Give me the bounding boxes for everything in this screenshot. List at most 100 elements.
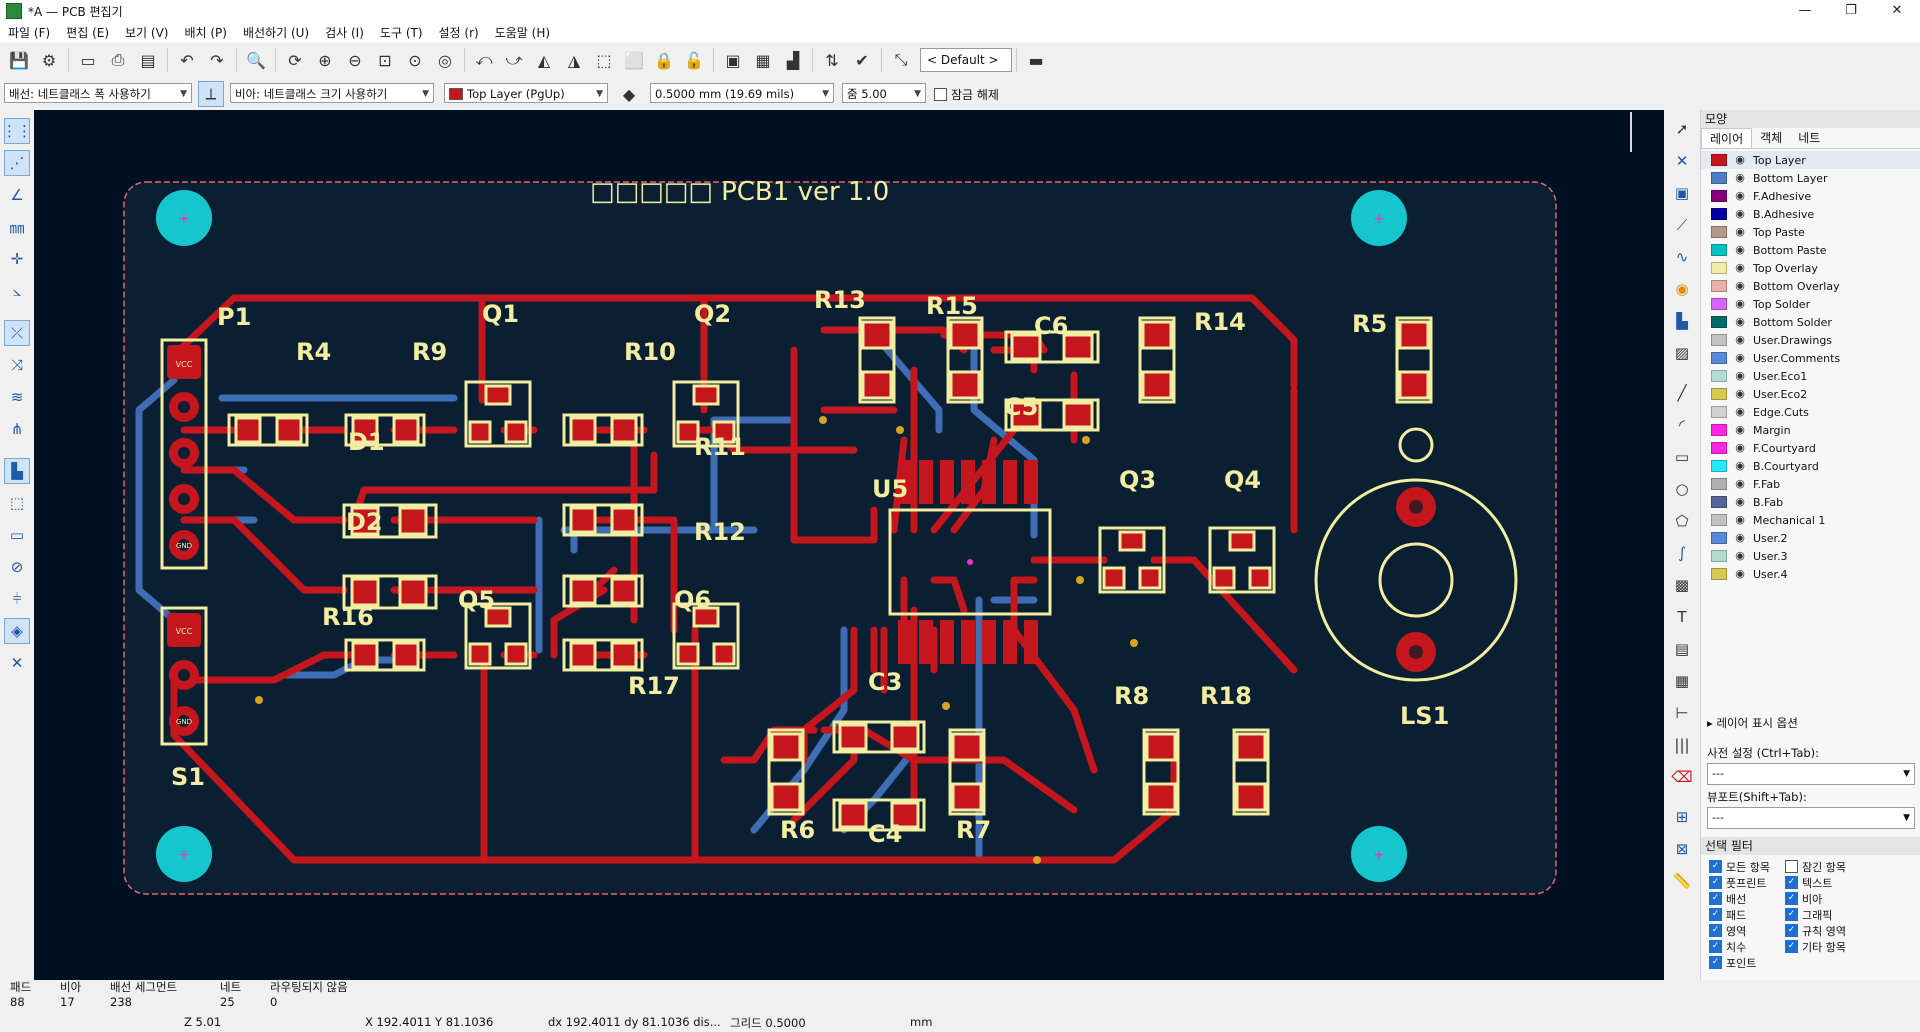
eye-icon[interactable]: ◉ xyxy=(1735,351,1745,364)
grid-toggle-icon[interactable]: ⋮⋮ xyxy=(2,118,32,144)
eye-icon[interactable]: ◉ xyxy=(1735,495,1745,508)
layer-color-swatch[interactable] xyxy=(1711,226,1727,238)
layer-display-options[interactable]: ▸ 레이어 표시 옵션 xyxy=(1707,716,1798,730)
filter-checkbox[interactable]: ✓ xyxy=(1709,956,1722,969)
footprint-s1[interactable]: VCC GND S1 xyxy=(160,606,208,791)
menu-inspect[interactable]: 검사 (I) xyxy=(325,25,364,40)
ungroup-icon[interactable]: ⬜ xyxy=(624,50,644,70)
drc-icon[interactable]: ✔ xyxy=(855,50,869,70)
filter-checkbox[interactable]: ✓ xyxy=(1709,892,1722,905)
3d-viewer-icon[interactable]: ▟ xyxy=(786,50,800,70)
layer-color-swatch[interactable] xyxy=(1711,244,1727,256)
filter-checkbox[interactable]: ✓ xyxy=(1709,876,1722,889)
eye-icon[interactable]: ◉ xyxy=(1735,567,1745,580)
filter-option[interactable]: ✓풋프린트 xyxy=(1709,875,1785,890)
layer-pair-icon[interactable]: ◆ xyxy=(622,84,636,104)
layers-manager-icon[interactable]: ◈ xyxy=(4,618,30,644)
barcode-icon[interactable]: ||| xyxy=(1674,736,1690,754)
layer-color-swatch[interactable] xyxy=(1711,316,1727,328)
redo-icon[interactable]: ↷ xyxy=(210,50,224,70)
tools-icon[interactable]: ✕ xyxy=(10,654,24,672)
layer-row[interactable]: ◉Edge.Cuts xyxy=(1701,403,1920,421)
scripting-console-icon[interactable]: ▬ xyxy=(1028,50,1044,70)
filter-checkbox[interactable]: ✓ xyxy=(1785,892,1798,905)
filter-checkbox[interactable]: ✓ xyxy=(1709,908,1722,921)
pcb-drawing[interactable]: □□□□□ PCB1 ver 1.0 xyxy=(34,110,1664,980)
filter-option[interactable]: ✓패드 xyxy=(1709,907,1785,922)
add-table-icon[interactable]: ▦ xyxy=(1674,672,1690,690)
eye-icon[interactable]: ◉ xyxy=(1735,423,1745,436)
draw-circle-icon[interactable]: ○ xyxy=(1675,480,1689,498)
layer-row[interactable]: ◉Bottom Layer xyxy=(1701,169,1920,187)
route-track-icon[interactable]: ⟋ xyxy=(1676,216,1688,234)
layer-row[interactable]: ◉User.Comments xyxy=(1701,349,1920,367)
layer-color-swatch[interactable] xyxy=(1711,568,1727,580)
eye-icon[interactable]: ◉ xyxy=(1735,297,1745,310)
filter-option[interactable]: ✓기타 항목 xyxy=(1785,939,1885,954)
filter-option[interactable]: ✓그래픽 xyxy=(1785,907,1885,922)
filter-option[interactable]: ✓영역 xyxy=(1709,923,1785,938)
rotate-cw-icon[interactable]: ⤻ xyxy=(505,50,523,69)
layer-row[interactable]: ◉User.3 xyxy=(1701,547,1920,565)
rotate-ccw-icon[interactable]: ⤺ xyxy=(475,50,493,69)
layer-row[interactable]: ◉B.Fab xyxy=(1701,493,1920,511)
refresh-icon[interactable]: ⟳ xyxy=(288,50,302,70)
board-setup-icon[interactable]: ⚙ xyxy=(41,50,57,70)
viewport-select[interactable]: ---▼ xyxy=(1707,807,1915,829)
menu-help[interactable]: 도움말 (H) xyxy=(494,25,551,40)
maximize-button[interactable]: ❐ xyxy=(1845,3,1857,18)
grid-overrides-icon[interactable]: ⋰ xyxy=(4,150,30,176)
filter-option[interactable]: 잠긴 항목 xyxy=(1785,859,1885,874)
draw-rect-icon[interactable]: ▭ xyxy=(1674,448,1690,466)
select-icon[interactable]: ➚ xyxy=(1675,120,1689,138)
preset-select[interactable]: ---▼ xyxy=(1707,763,1915,785)
menu-preferences[interactable]: 설정 (r) xyxy=(438,25,479,40)
filter-checkbox[interactable]: ✓ xyxy=(1785,940,1798,953)
menu-edit[interactable]: 편집 (E) xyxy=(66,25,110,40)
layer-row[interactable]: ◉Top Solder xyxy=(1701,295,1920,313)
eye-icon[interactable]: ◉ xyxy=(1735,387,1745,400)
zone-outline-icon[interactable]: ⬚ xyxy=(9,494,25,512)
filter-checkbox[interactable]: ✓ xyxy=(1785,876,1798,889)
layer-color-swatch[interactable] xyxy=(1711,370,1727,382)
filter-option[interactable]: ✓모든 항목 xyxy=(1709,859,1785,874)
ratsnest-icon[interactable]: ⤫ xyxy=(4,320,30,346)
filter-option[interactable]: ✓포인트 xyxy=(1709,955,1785,970)
track-outline-icon[interactable]: ≋ xyxy=(10,388,24,406)
filter-checkbox[interactable]: ✓ xyxy=(1785,908,1798,921)
canvas-scroll-indicator[interactable] xyxy=(1630,112,1632,152)
layer-row[interactable]: ◉Top Paste xyxy=(1701,223,1920,241)
preset-dropdown[interactable]: < Default > xyxy=(920,48,1012,72)
layer-row[interactable]: ◉Bottom Overlay xyxy=(1701,277,1920,295)
footprint-p1[interactable]: VCC GND P1 xyxy=(160,303,251,570)
filter-option[interactable]: ✓치수 xyxy=(1709,939,1785,954)
layer-row[interactable]: ◉F.Fab xyxy=(1701,475,1920,493)
curved-ratsnest-icon[interactable]: ⤨ xyxy=(10,356,23,374)
layer-color-swatch[interactable] xyxy=(1711,460,1727,472)
lock-icon[interactable]: 🔒 xyxy=(654,50,674,70)
draw-polygon-icon[interactable]: ⬠ xyxy=(1675,512,1689,530)
mirror-v-icon[interactable]: ◮ xyxy=(567,50,581,70)
eye-icon[interactable]: ◉ xyxy=(1735,315,1745,328)
eye-icon[interactable]: ◉ xyxy=(1735,279,1745,292)
add-dimension-icon[interactable]: ⊢ xyxy=(1675,704,1689,722)
footprint-ls1[interactable] xyxy=(1314,427,1518,682)
layer-color-swatch[interactable] xyxy=(1711,478,1727,490)
filter-checkbox[interactable]: ✓ xyxy=(1709,940,1722,953)
layer-row[interactable]: ◉Top Layer xyxy=(1701,151,1920,169)
track-width-combo[interactable]: 배선: 네트클래스 폭 사용하기▼ xyxy=(4,83,192,103)
eye-icon[interactable]: ◉ xyxy=(1735,441,1745,454)
grid-origin-icon[interactable]: ⊠ xyxy=(1675,840,1689,858)
track-angle-icon[interactable]: ⦣ xyxy=(12,282,22,300)
layer-color-swatch[interactable] xyxy=(1711,334,1727,346)
eye-icon[interactable]: ◉ xyxy=(1735,189,1745,202)
layer-color-swatch[interactable] xyxy=(1711,298,1727,310)
filter-checkbox[interactable]: ✓ xyxy=(1709,860,1722,873)
zoom-combo[interactable]: 줌 5.00▼ xyxy=(842,83,926,103)
page-settings-icon[interactable]: ▭ xyxy=(80,50,96,70)
footprint-editor-icon[interactable]: ▣ xyxy=(725,50,741,70)
tune-length-icon[interactable]: ∿ xyxy=(1675,248,1689,266)
layer-color-swatch[interactable] xyxy=(1711,154,1727,166)
menu-file[interactable]: 파일 (F) xyxy=(8,25,51,40)
close-button[interactable]: ✕ xyxy=(1891,3,1903,18)
